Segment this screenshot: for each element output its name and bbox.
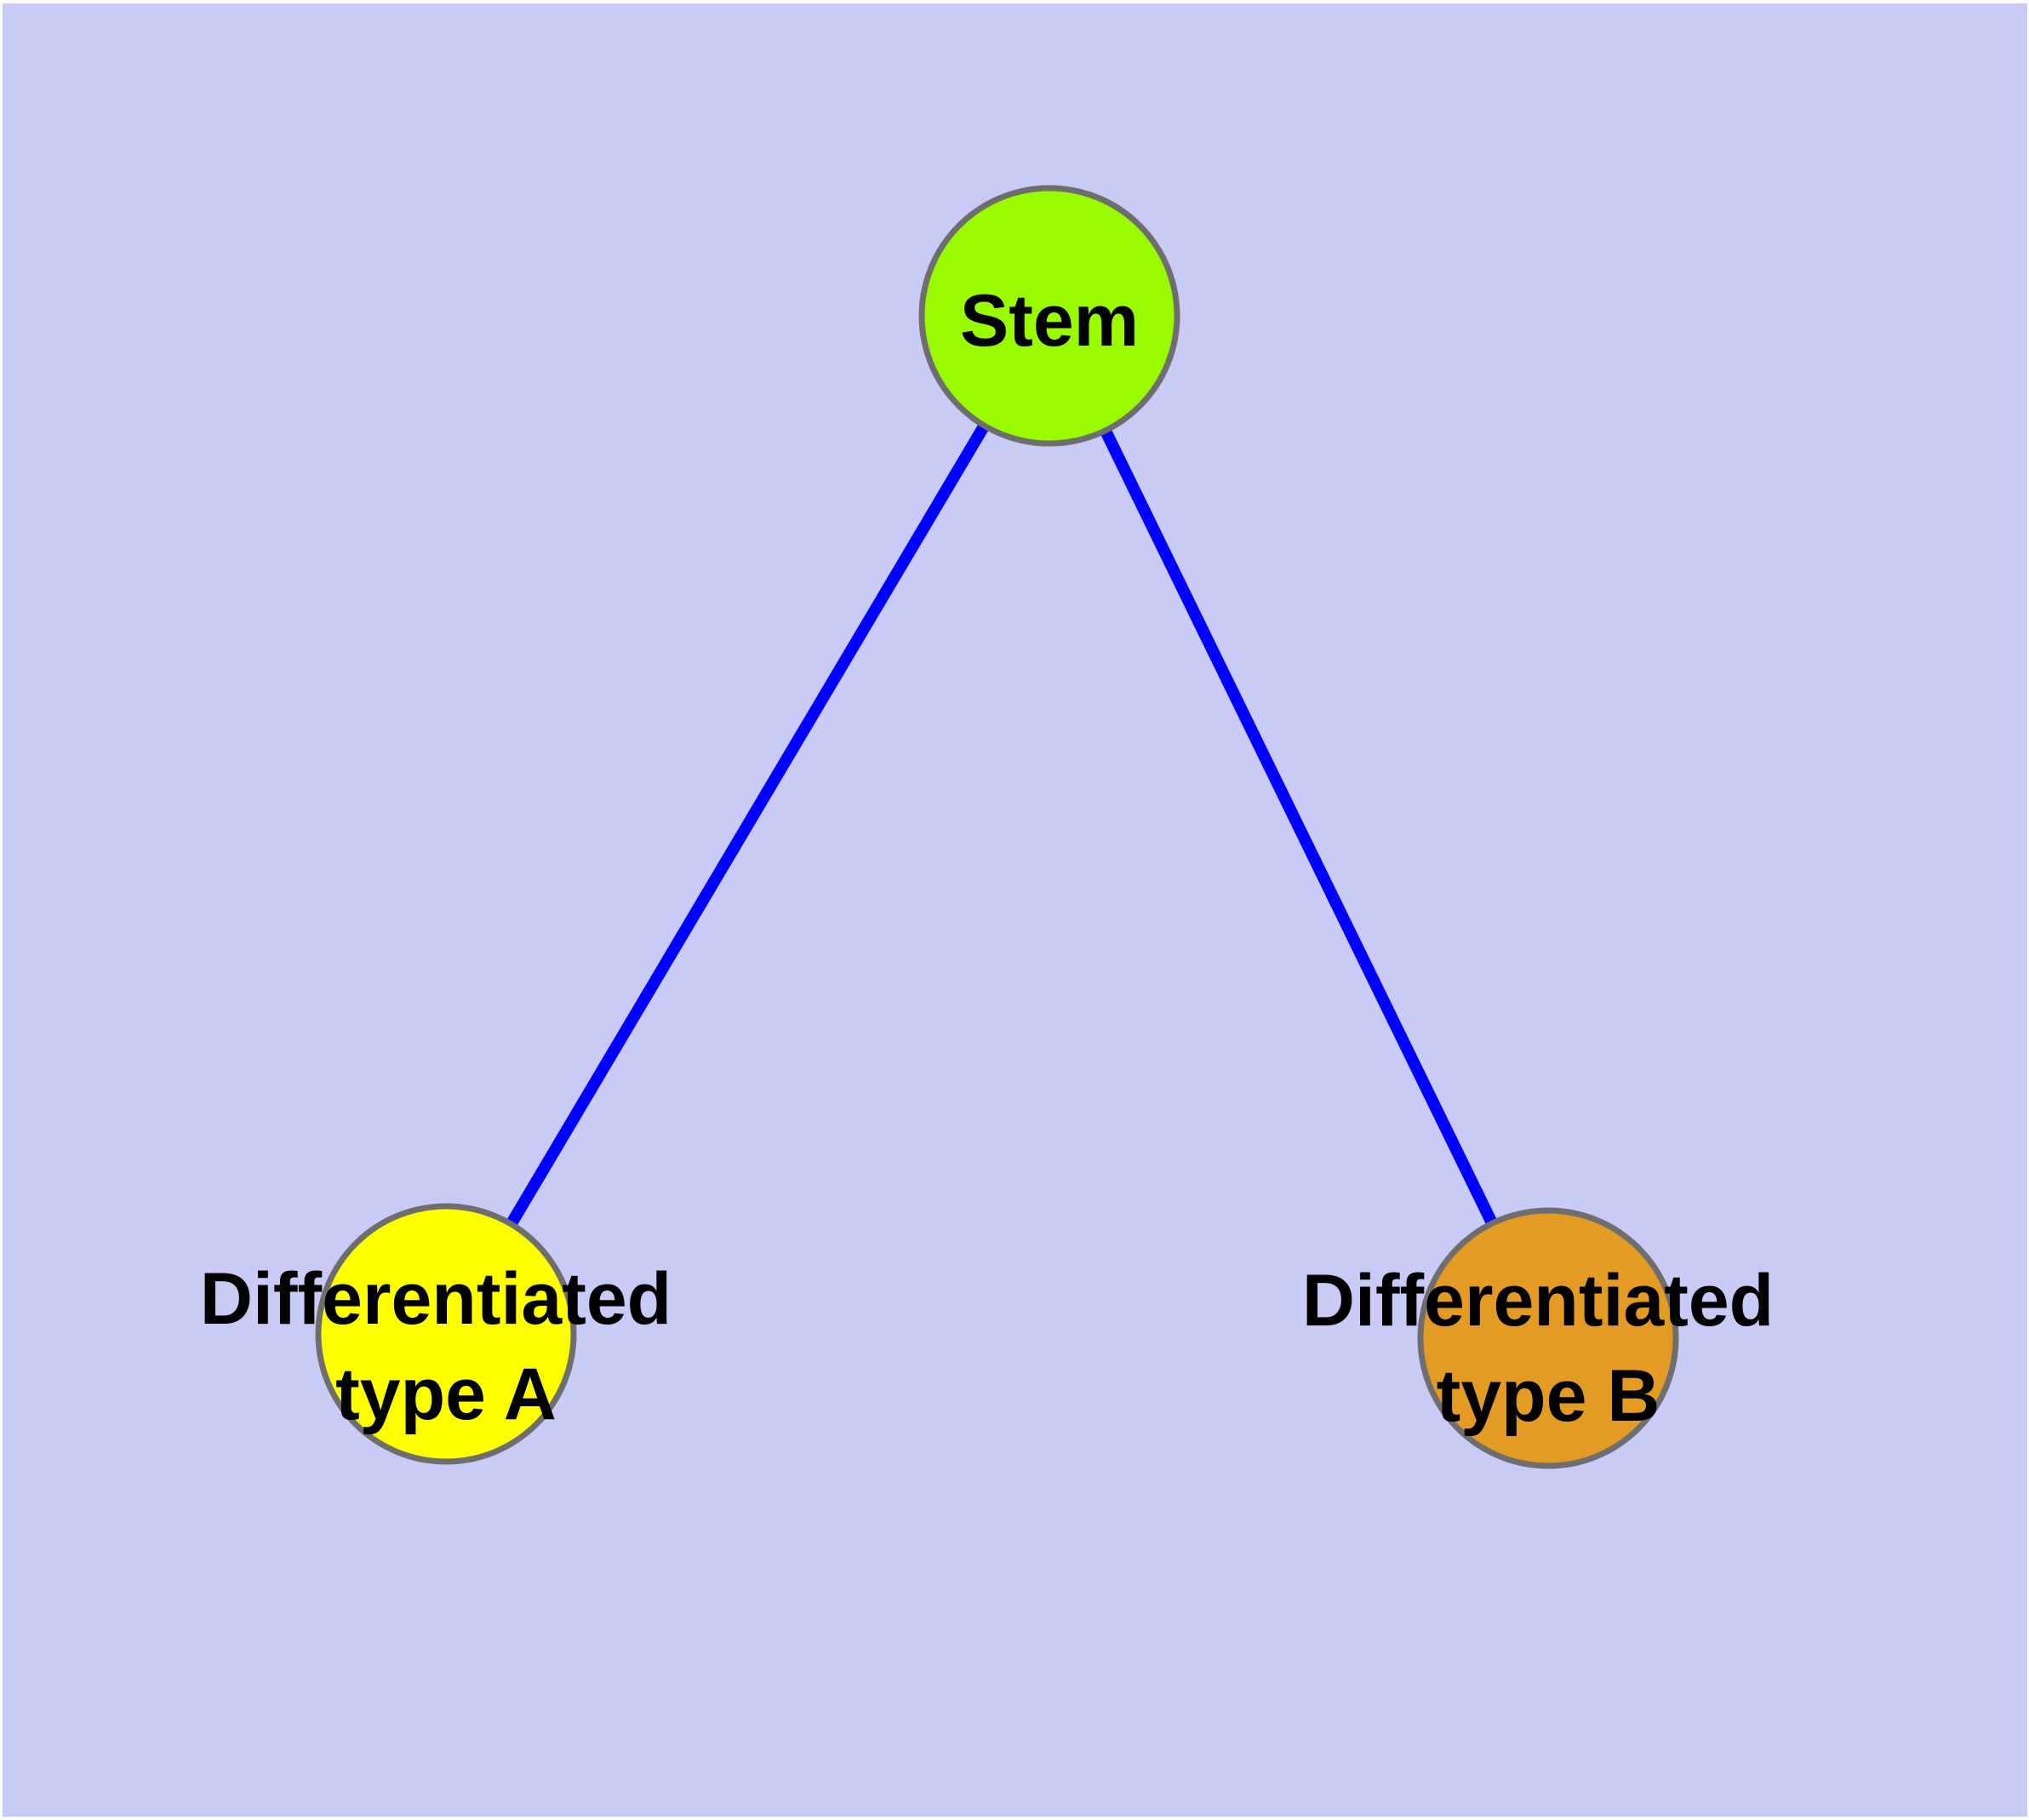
type-b-label: Differentiated type B — [1302, 1260, 1794, 1437]
node-differentiated-type-a[interactable] — [315, 1203, 577, 1465]
stem-label: Stem — [960, 280, 1139, 362]
node-stem[interactable] — [918, 185, 1180, 447]
type-b-label-line2: type B — [1437, 1355, 1660, 1437]
type-a-label-line1: Differentiated — [200, 1258, 672, 1340]
node-differentiated-type-b[interactable] — [1417, 1207, 1679, 1469]
type-a-label-line2: type A — [335, 1354, 557, 1435]
type-a-label: Differentiated type A — [200, 1258, 692, 1435]
type-b-label-line1: Differentiated — [1302, 1260, 1774, 1342]
edge-stem-to-type-a — [440, 312, 1055, 1337]
edge-stem-to-type-b — [1043, 312, 1554, 1342]
